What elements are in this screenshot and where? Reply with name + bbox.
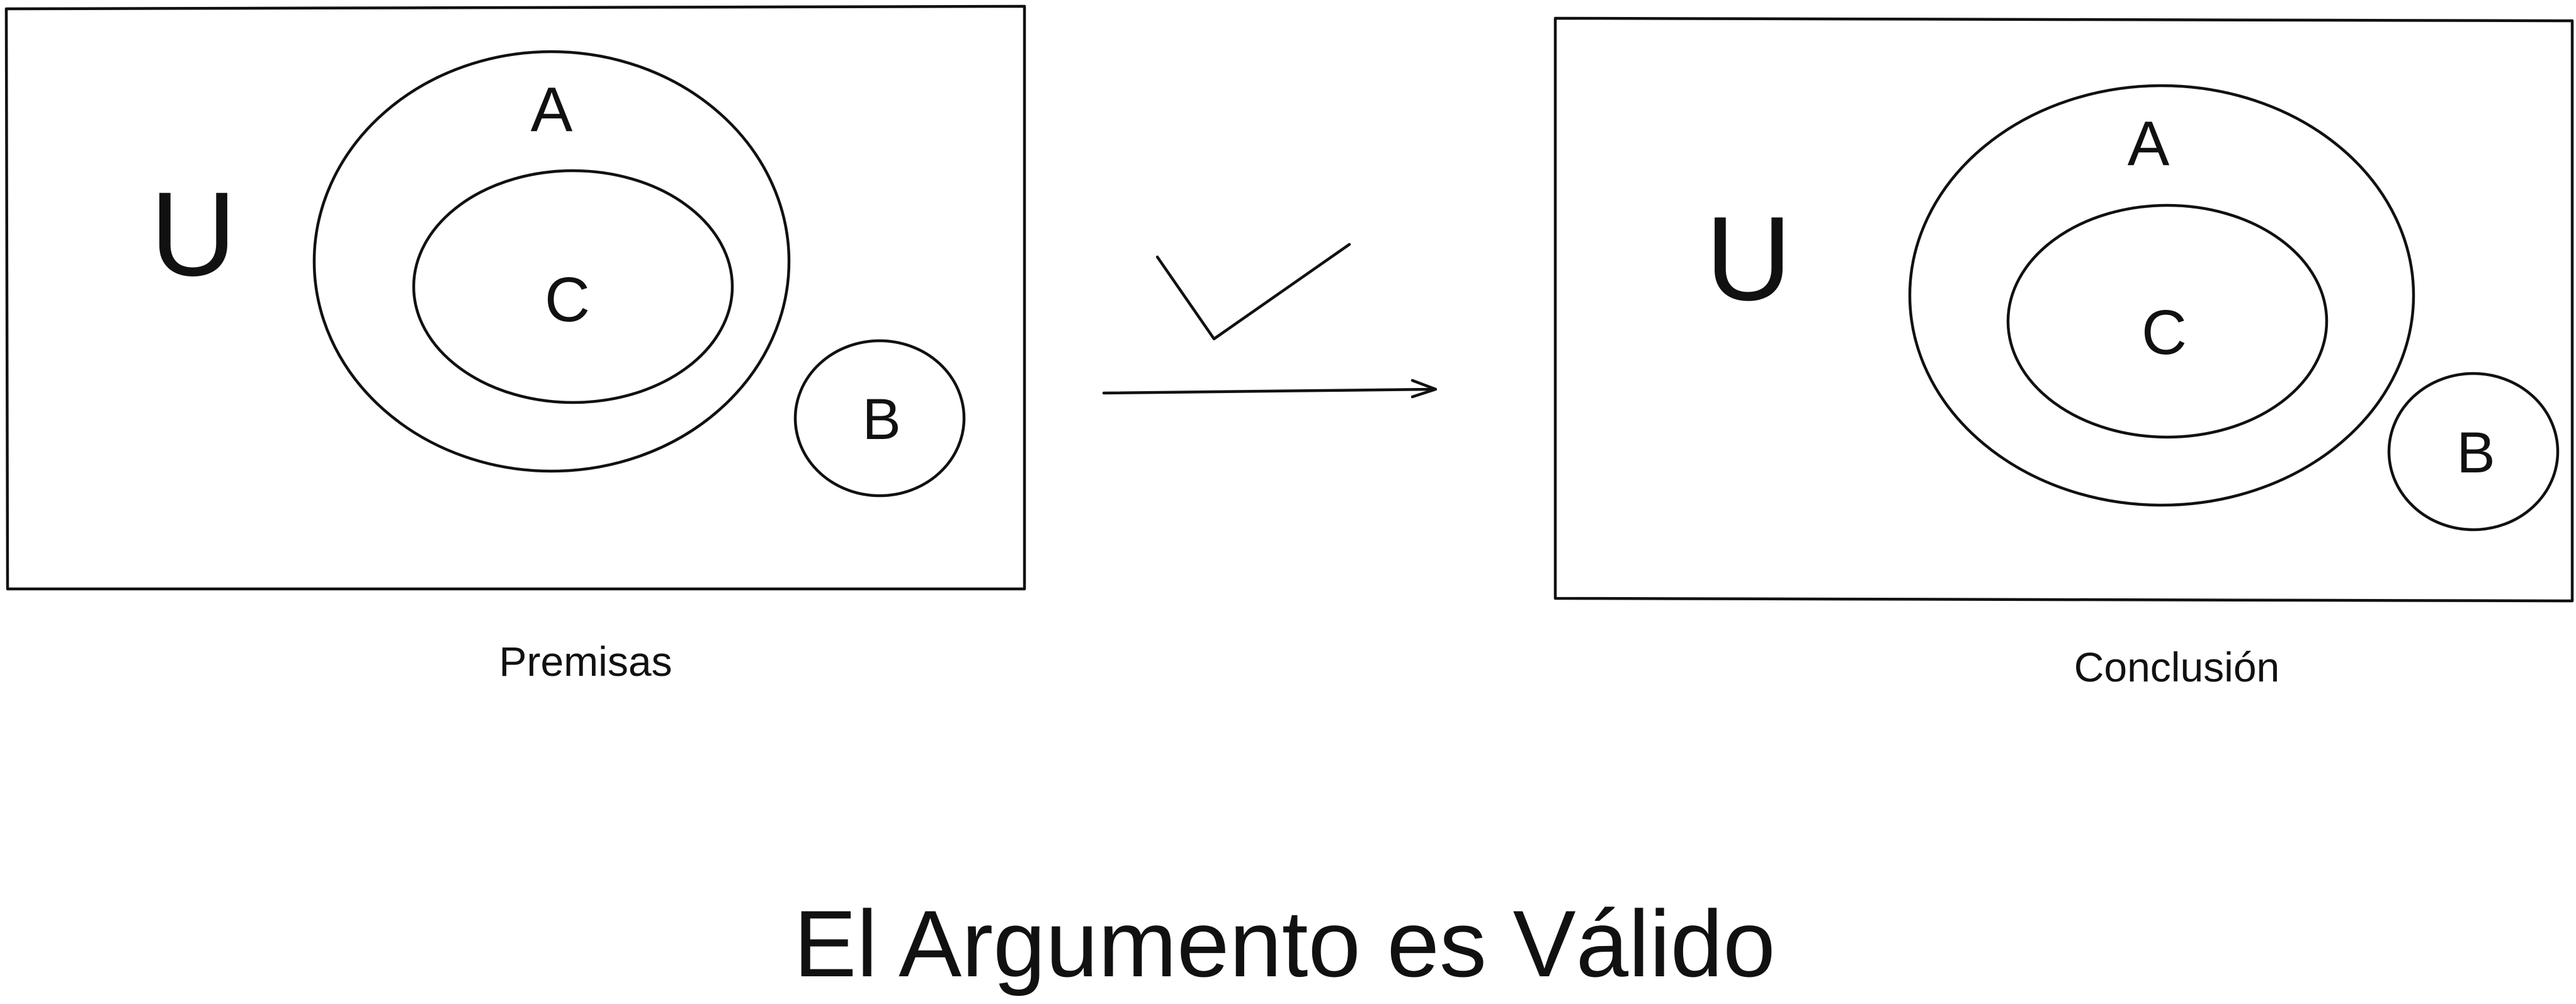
premises-set-a-label: A [531,74,573,145]
checkmark-icon [1155,242,1351,341]
conclusion-set-c-label: C [2142,297,2187,368]
conclusion-set-b-label: B [2456,421,2495,485]
premises-set-b-circle [793,339,966,498]
conclusion-universe-box [1553,16,2574,603]
conclusion-set-a-label: A [2128,108,2170,179]
premises-panel: U A C B Premisas [4,4,1026,685]
premises-set-c-label: C [545,265,590,335]
conclusion-universe-label: U [1705,192,1791,326]
premises-caption: Premisas [499,638,672,685]
premises-universe-label: U [150,168,236,301]
arrow-right-icon [1102,379,1438,399]
conclusion-set-a-circle [1908,84,2415,507]
premises-set-c-circle [412,169,734,404]
conclusion-set-b-circle [2387,372,2560,532]
premises-set-a-circle [312,50,791,473]
premises-universe-box [4,4,1026,591]
verdict-title: El Argumento es Válido [793,891,1775,996]
conclusion-panel: U A C B Conclusión [1553,16,2574,690]
conclusion-set-c-circle [2006,203,2329,439]
conclusion-caption: Conclusión [2074,644,2280,690]
premises-set-b-label: B [862,387,900,452]
